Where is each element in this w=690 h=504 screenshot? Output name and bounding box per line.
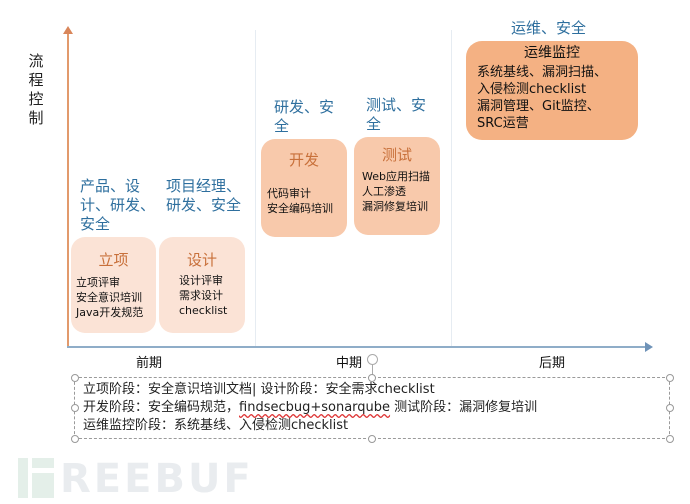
stage-roles-operations: 运维、安全 <box>511 19 587 37</box>
resize-handle-e[interactable] <box>666 404 674 412</box>
stage-card-operations[interactable]: 运维监控 系统基线、漏洞扫描、 入侵检测checklist 漏洞管理、Git监控… <box>466 41 638 140</box>
stage-item: Java开发规范 <box>76 306 144 319</box>
phase-label-early: 前期 <box>136 356 163 371</box>
stage-card-development[interactable]: 开发 代码审计 安全编码培训 <box>261 139 347 237</box>
stage-item: 系统基线、漏洞扫描、 <box>477 65 608 80</box>
stage-item: 需求设计 <box>179 289 223 302</box>
stage-items: 立项评审 安全意识培训 Java开发规范 <box>76 275 143 320</box>
stage-item: 代码审计 <box>267 187 311 200</box>
stage-title: 测试 <box>381 146 412 164</box>
stage-card-testing[interactable]: 测试 Web应用扫描 人工渗透 漏洞修复培训 <box>354 137 440 235</box>
resize-handle-se[interactable] <box>666 435 674 443</box>
note-text: 开发阶段：安全编码规范， <box>83 400 240 415</box>
stage-items: 系统基线、漏洞扫描、 入侵检测checklist 漏洞管理、Git监控、 SRC… <box>477 64 607 132</box>
stage-card-design[interactable]: 设计 设计评审 需求设计 checklist <box>159 237 245 333</box>
x-axis-arrow-icon <box>645 342 653 352</box>
stage-item: 人工渗透 <box>362 185 406 198</box>
stage-item: 入侵检测checklist <box>477 82 587 97</box>
rotate-handle-stem <box>372 364 373 376</box>
stage-items: 代码审计 安全编码培训 <box>267 186 333 216</box>
stage-item: SRC运营 <box>477 116 529 131</box>
y-axis <box>67 30 69 348</box>
phase-label-mid: 中期 <box>336 356 363 371</box>
stage-item: 立项评审 <box>76 276 120 289</box>
resize-handle-w[interactable] <box>71 404 79 412</box>
note-line-2: 开发阶段：安全编码规范，findsecbug+sonarqube 测试阶段：漏洞… <box>83 399 537 416</box>
stage-title: 设计 <box>186 251 217 269</box>
stage-item: 安全编码培训 <box>267 202 333 215</box>
stage-card-initiation[interactable]: 立项 立项评审 安全意识培训 Java开发规范 <box>71 237 156 333</box>
stage-item: 漏洞管理、Git监控、 <box>477 99 600 114</box>
y-axis-arrow-icon <box>63 26 73 34</box>
stage-title: 运维监控 <box>524 45 580 61</box>
stage-item: 漏洞修复培训 <box>362 200 428 213</box>
watermark: REEBUF <box>60 456 254 502</box>
phase-label-late: 后期 <box>539 356 566 371</box>
stage-item: 安全意识培训 <box>76 291 142 304</box>
resize-handle-n[interactable] <box>368 374 376 382</box>
stage-items: 设计评审 需求设计 checklist <box>179 273 227 318</box>
note-line-1: 立项阶段：安全意识培训文档| 设计阶段：安全需求checklist <box>83 382 435 397</box>
note-line-3: 运维监控阶段：系统基线、入侵检测checklist <box>83 418 349 433</box>
note-text: 测试阶段：漏洞修复培训 <box>390 400 538 415</box>
notes-textbox[interactable]: 立项阶段：安全意识培训文档| 设计阶段：安全需求checklist 开发阶段：安… <box>74 377 670 439</box>
stage-title: 立项 <box>98 251 129 269</box>
watermark-logo-bar <box>32 458 54 468</box>
stage-items: Web应用扫描 人工渗透 漏洞修复培训 <box>362 169 430 214</box>
stage-item: 设计评审 <box>179 274 223 287</box>
spellcheck-text: findsecbug+sonarqube <box>239 400 391 415</box>
resize-handle-ne[interactable] <box>666 374 674 382</box>
resize-handle-sw[interactable] <box>71 435 79 443</box>
resize-handle-s[interactable] <box>368 435 376 443</box>
stage-title: 开发 <box>288 151 319 169</box>
stage-item: Web应用扫描 <box>362 170 430 183</box>
stage-roles-design: 项目经理、研发、安全 <box>166 177 242 214</box>
column-divider <box>451 30 452 346</box>
resize-handle-nw[interactable] <box>71 374 79 382</box>
stage-roles-initiation: 产品、设计、研发、安全 <box>80 177 156 233</box>
stage-roles-testing: 测试、安全 <box>366 96 427 133</box>
y-axis-label: 流程控制 <box>28 52 44 127</box>
stage-roles-development: 研发、安全 <box>274 98 335 135</box>
x-axis <box>67 346 647 348</box>
watermark-logo-bar <box>18 458 28 498</box>
column-divider <box>255 30 256 346</box>
watermark-logo-bar <box>32 473 54 498</box>
stage-item: checklist <box>179 304 228 317</box>
